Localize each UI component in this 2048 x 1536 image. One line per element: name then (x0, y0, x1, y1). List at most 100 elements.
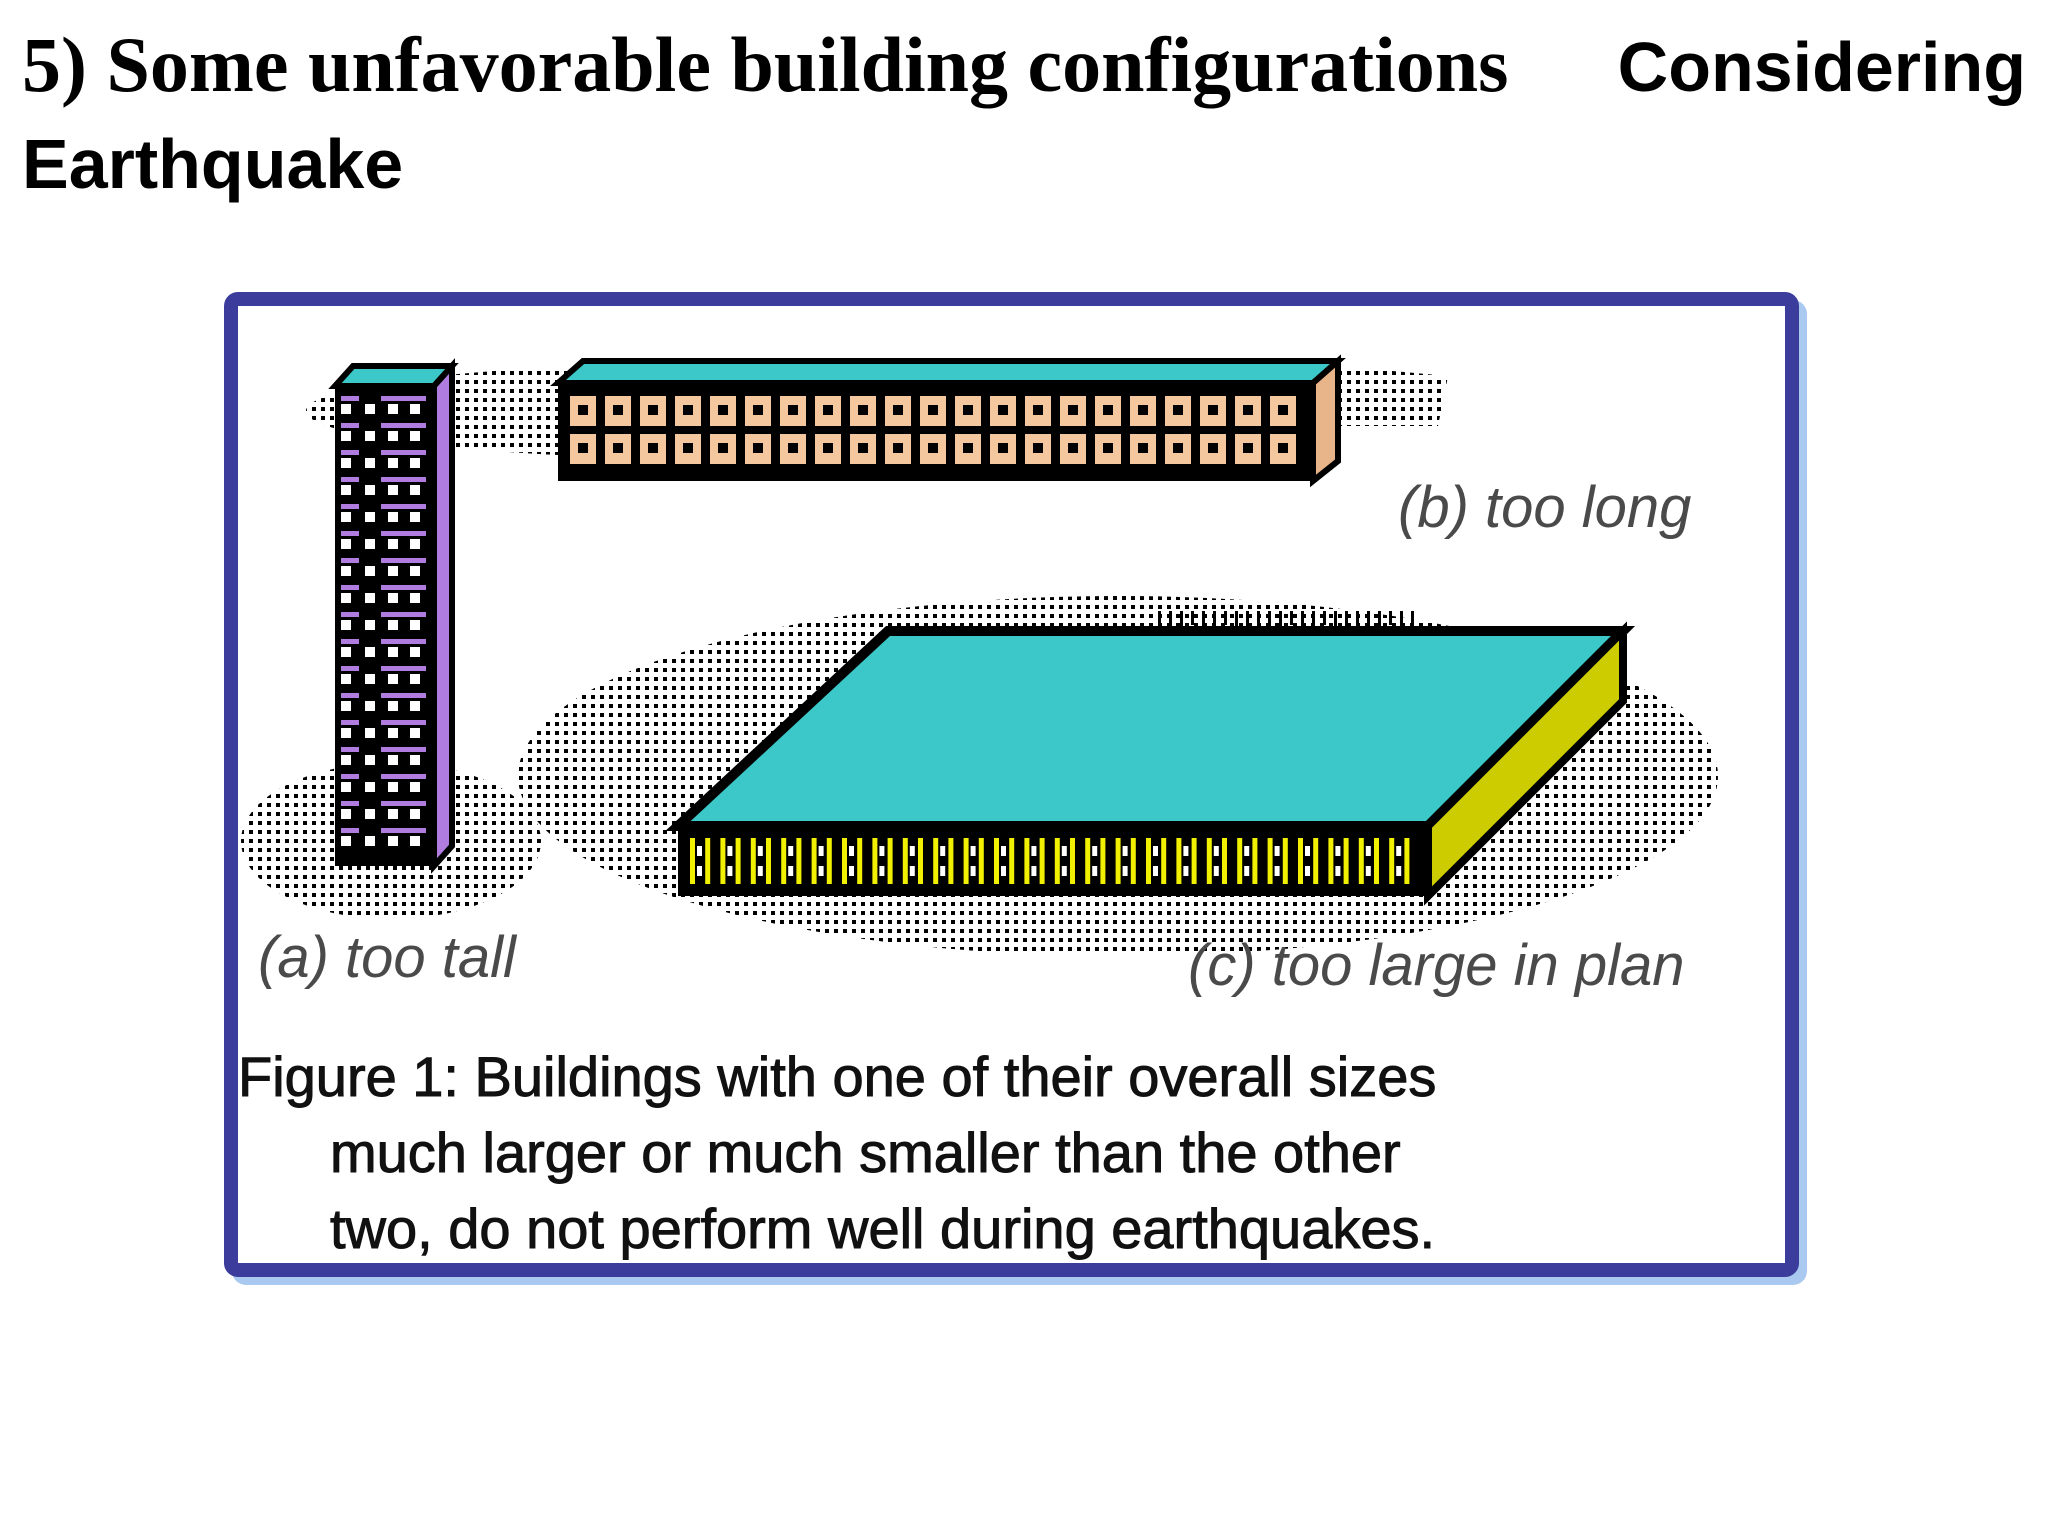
window (818, 846, 824, 856)
window (341, 701, 351, 711)
window (1138, 443, 1148, 453)
window (1183, 866, 1189, 876)
facade-stripe (1039, 838, 1045, 884)
window (1031, 866, 1037, 876)
window-strip (341, 423, 359, 428)
window (697, 866, 702, 876)
shadow-long-right (1318, 366, 1448, 426)
window (388, 431, 398, 441)
window (1335, 846, 1341, 856)
facade-stripe (842, 838, 847, 884)
facade-stripe (902, 838, 908, 884)
window (1305, 846, 1310, 856)
window (1208, 443, 1218, 453)
facade-stripe (1085, 838, 1091, 884)
window (410, 404, 420, 414)
window (753, 443, 763, 453)
window (1305, 866, 1310, 876)
window (388, 782, 398, 792)
window (1001, 846, 1006, 856)
window (341, 647, 351, 657)
window (998, 443, 1008, 453)
facade-stripe (1313, 838, 1319, 884)
window (410, 755, 420, 765)
slide-heading: 5) Some unfavorable building configurati… (22, 18, 2026, 214)
window (388, 755, 398, 765)
window (1173, 443, 1183, 453)
window (341, 539, 351, 549)
window (341, 728, 351, 738)
window-strip (381, 828, 426, 833)
window (365, 431, 375, 441)
window (1061, 866, 1067, 876)
window (365, 620, 375, 630)
shadow-tick (1378, 611, 1381, 633)
window (1103, 443, 1113, 453)
facade-stripe (1404, 838, 1410, 884)
facade-stripe (1070, 838, 1075, 884)
window (963, 443, 973, 453)
facade-stripe (1282, 838, 1288, 884)
window (940, 846, 946, 856)
facade-stripe (811, 838, 817, 884)
window (718, 443, 728, 453)
window-strip (341, 639, 359, 644)
window (341, 431, 351, 441)
window (341, 485, 351, 495)
building-illustration (241, 354, 1718, 956)
window (341, 620, 351, 630)
window (1365, 846, 1371, 856)
window (818, 866, 824, 876)
facade-stripe (1358, 838, 1364, 884)
window (879, 866, 885, 876)
shadow-tick (1411, 611, 1414, 633)
facade-stripe (1146, 838, 1151, 884)
facade-stripe (918, 838, 923, 884)
window (410, 782, 420, 792)
window (1138, 405, 1148, 415)
window (388, 836, 398, 846)
window-strip (341, 396, 359, 401)
window-strip (381, 558, 426, 563)
window (788, 846, 794, 856)
window-strip (381, 612, 426, 617)
window (1396, 846, 1402, 856)
window (1031, 846, 1037, 856)
shadow-tick (1191, 611, 1194, 625)
window-strip (381, 666, 426, 671)
window (970, 866, 976, 876)
window (365, 566, 375, 576)
facade-stripe (750, 838, 756, 884)
shadow-tick (1158, 611, 1161, 625)
shadow-tick (1246, 611, 1249, 633)
facade-stripe (1252, 838, 1258, 884)
window (365, 404, 375, 414)
shadow-tick (1334, 611, 1337, 629)
window (849, 846, 854, 856)
building-tall (328, 358, 459, 874)
window (1001, 866, 1006, 876)
window (410, 674, 420, 684)
window (341, 755, 351, 765)
window (909, 846, 915, 856)
window (788, 405, 798, 415)
window (365, 836, 375, 846)
window-strip (341, 558, 359, 563)
window (410, 620, 420, 630)
shadow-tick (1213, 611, 1216, 633)
shadow-tick (1235, 611, 1238, 629)
window (365, 755, 375, 765)
window-strip (341, 828, 359, 833)
window (613, 405, 623, 415)
window-strip (381, 639, 426, 644)
window (388, 674, 398, 684)
window-strip (381, 423, 426, 428)
window (341, 566, 351, 576)
window (388, 512, 398, 522)
window (1278, 405, 1288, 415)
heading-line-2: Earthquake (22, 125, 404, 203)
window (858, 405, 868, 415)
window-strip (341, 450, 359, 455)
shadow-tick (1268, 611, 1271, 629)
shadow-tick (1279, 611, 1282, 633)
